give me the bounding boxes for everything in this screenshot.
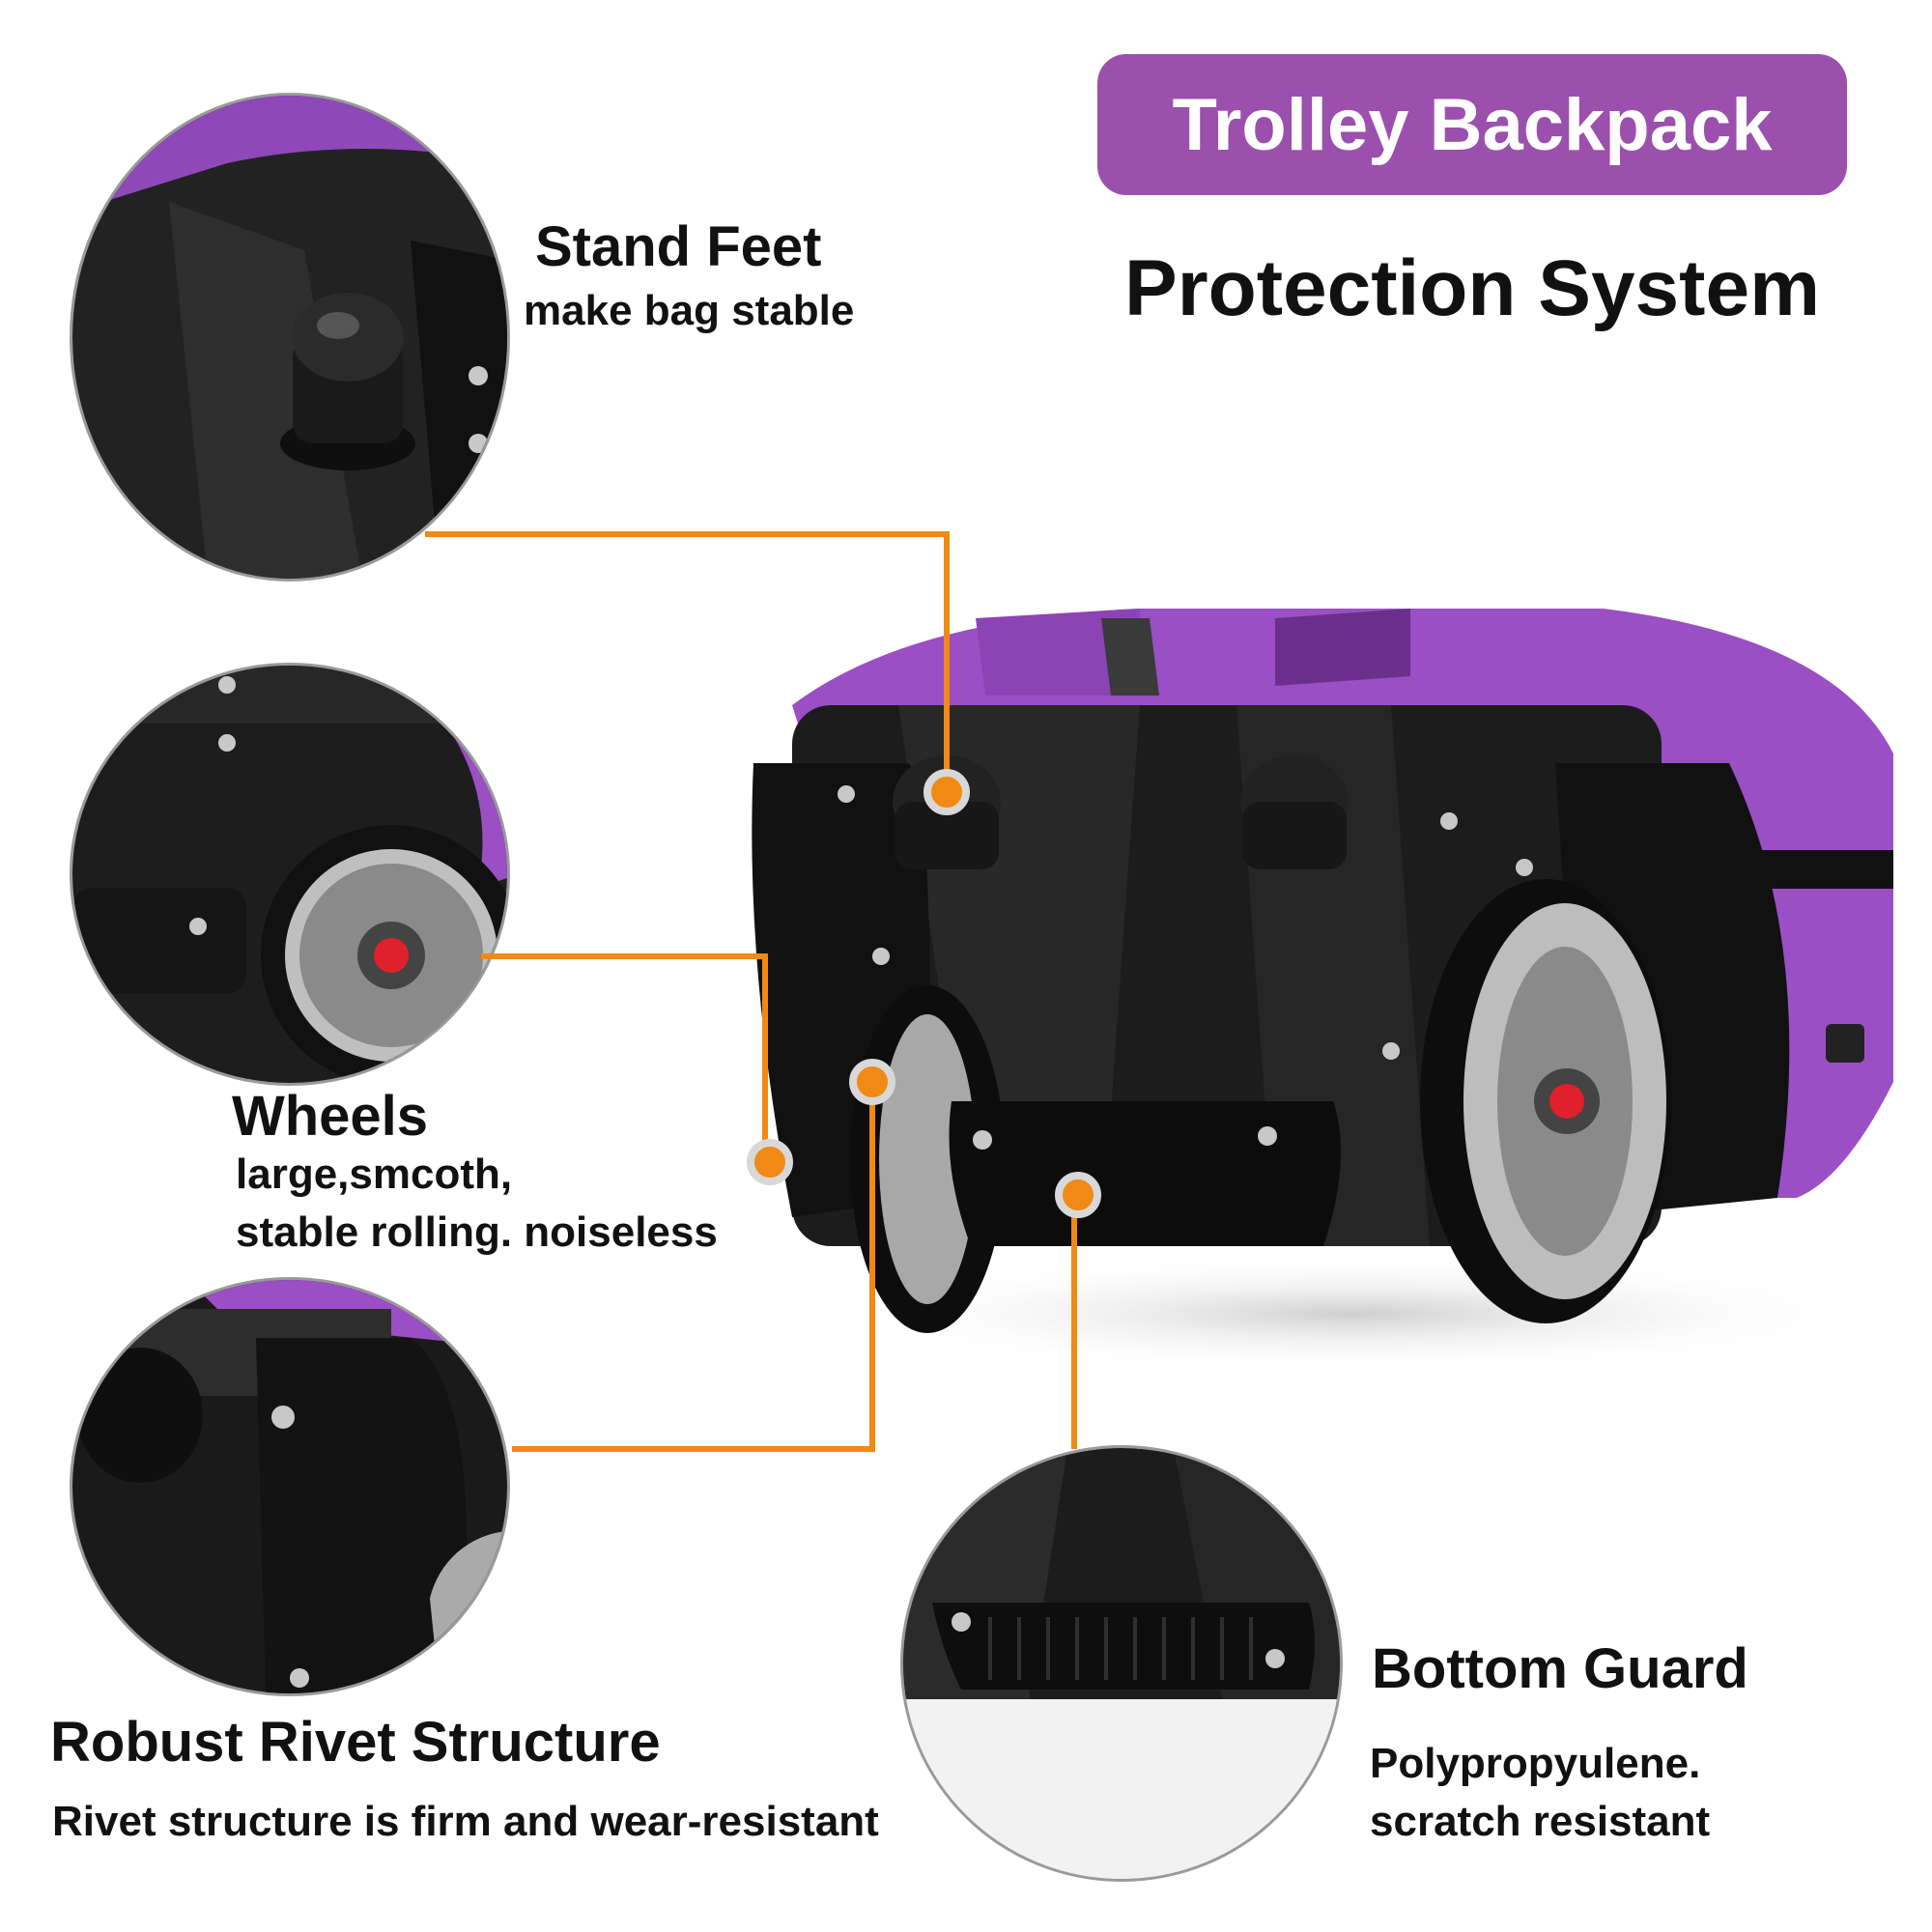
rivet-closeup (70, 1277, 510, 1696)
bottom-guard-desc-2: scratch resistant (1370, 1798, 1711, 1845)
wheels-title: Wheels (232, 1085, 429, 1148)
backpack-product-view (734, 580, 1913, 1372)
wheels-desc-2: stable rolling. noiseless (236, 1208, 718, 1256)
bottom-guard-marker-dot (1055, 1172, 1101, 1218)
wheels-callout-line (481, 953, 768, 1159)
wheels-desc-1: large,smcoth, (236, 1151, 513, 1198)
rivets-title: Robust Rivet Structure (50, 1711, 661, 1774)
bottom-guard-title: Bottom Guard (1372, 1637, 1748, 1700)
wheels-marker-dot (747, 1139, 793, 1185)
stand-feet-desc: make bag stable (524, 287, 855, 334)
stand-foot-closeup (70, 93, 510, 582)
rivets-desc: Rivet structure is firm and wear-resista… (52, 1798, 879, 1845)
rivet-closeup-image (72, 1280, 507, 1693)
stand-feet-callout-line (425, 531, 950, 792)
badge-text: Trolley Backpack (1172, 83, 1773, 166)
title-badge: Trolley Backpack (1097, 54, 1847, 195)
rivets-marker-dot (849, 1059, 895, 1105)
bottom-guard-desc-1: Polypropyulene. (1370, 1740, 1701, 1787)
stand-feet-marker-dot (923, 769, 970, 815)
stand-feet-title: Stand Feet (535, 215, 822, 278)
rivets-callout-line (512, 1082, 875, 1452)
backpack-product-image (752, 609, 1893, 1372)
page-headline: Protection System (1124, 244, 1820, 332)
